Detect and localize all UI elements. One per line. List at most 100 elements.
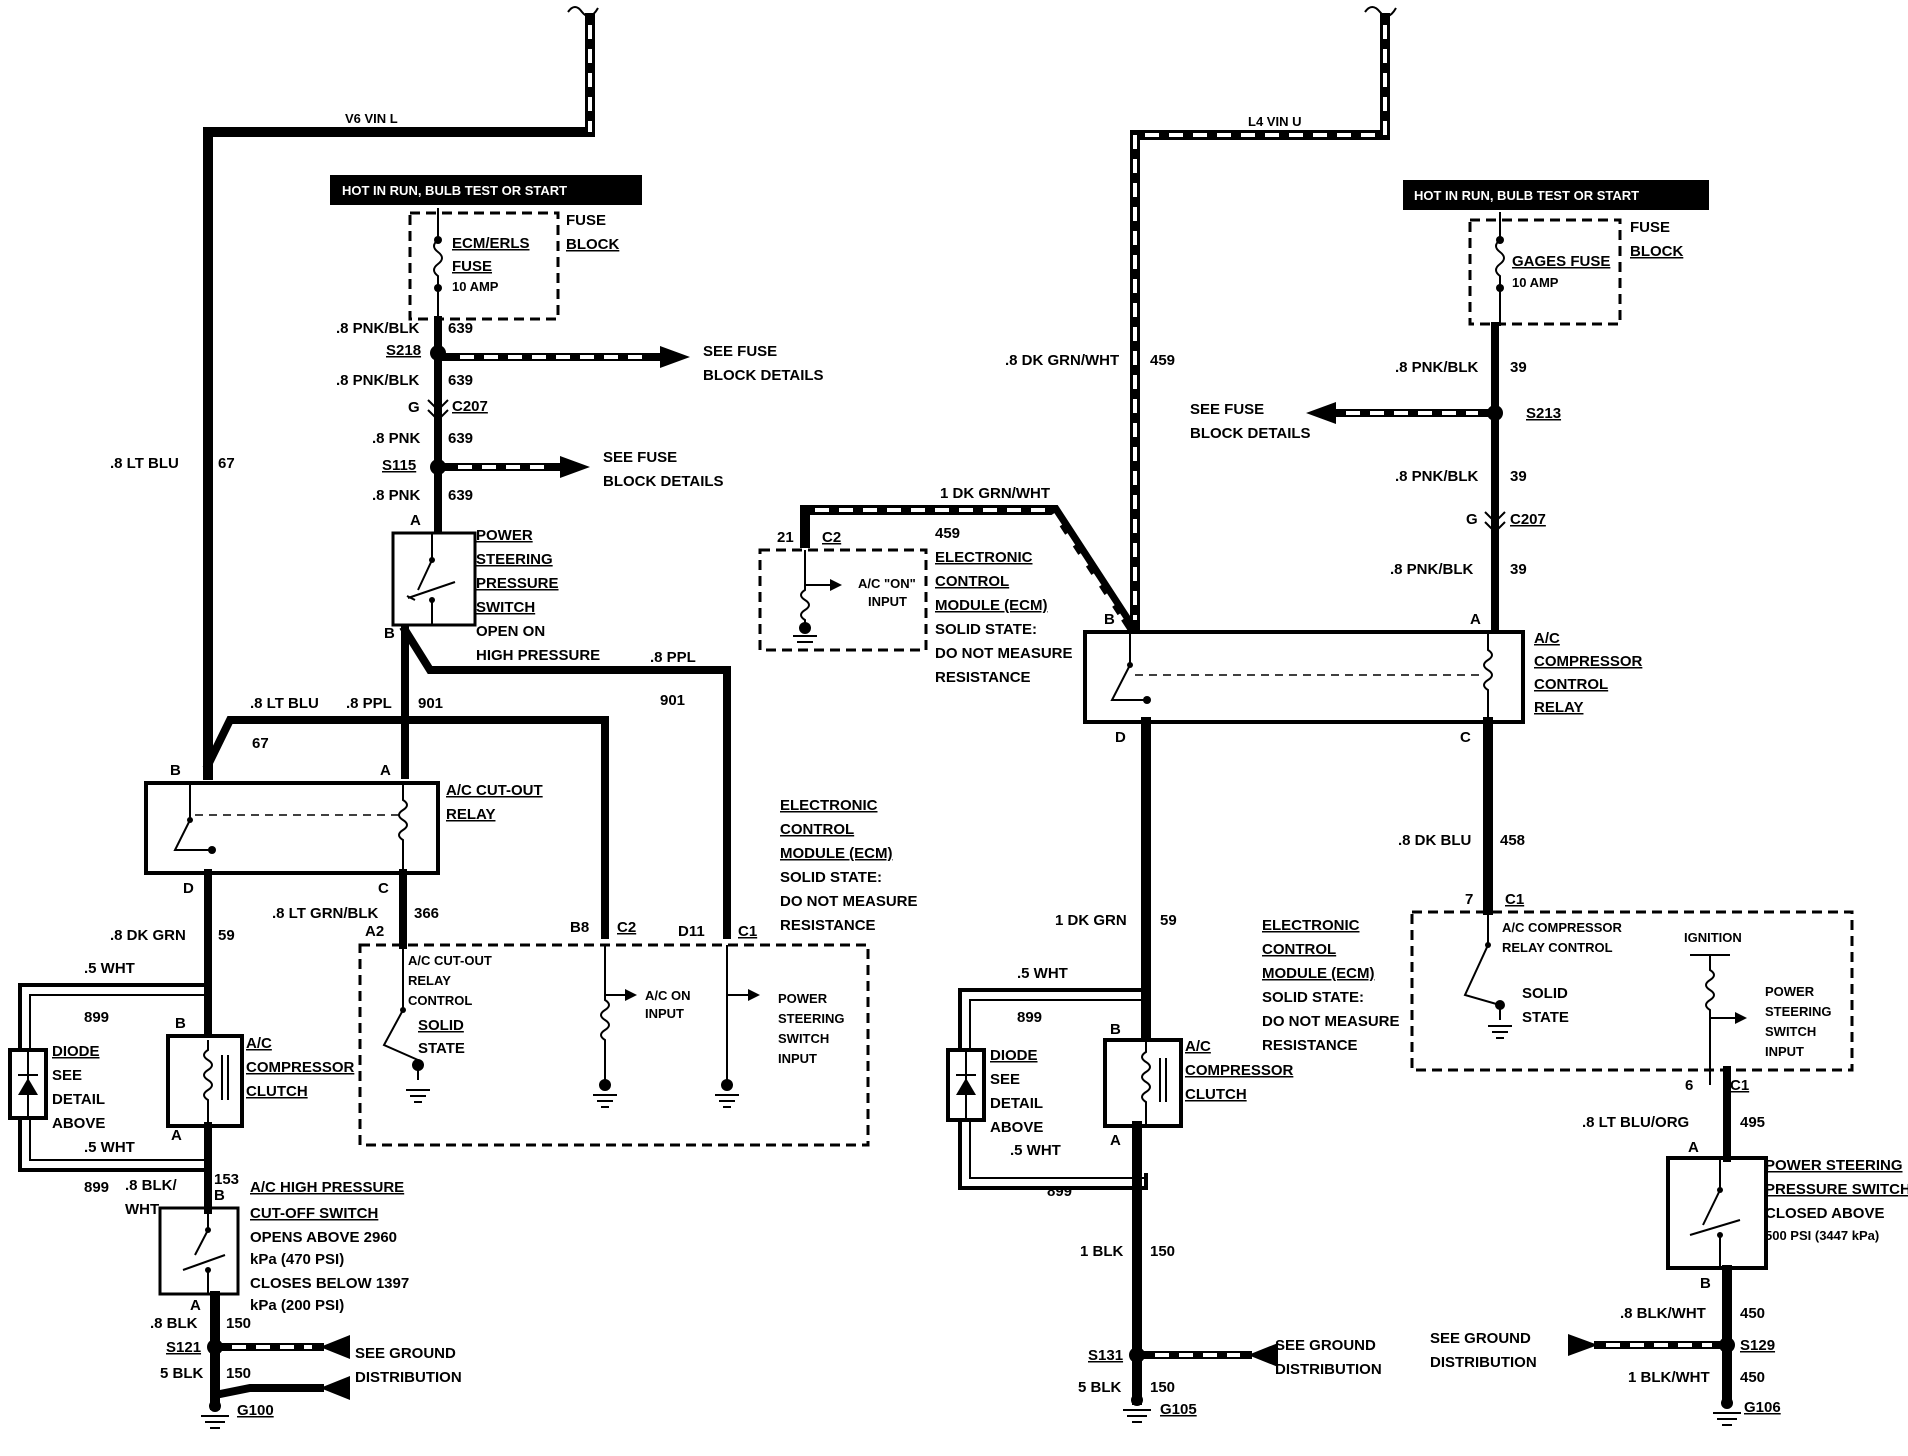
right-c207-label: C207 — [1510, 511, 1546, 528]
right-g-label: G — [1466, 511, 1478, 528]
right-relay3-label: CONTROL — [1534, 676, 1608, 693]
feed-label-left: V6 VIN L — [345, 111, 398, 126]
right-c39-label: 39 — [1510, 468, 1527, 485]
ecm-box-right-bottom — [1410, 910, 1854, 1072]
hot-label-box-right — [1403, 180, 1709, 210]
right-w-dkblu-label: .8 DK BLU — [1398, 832, 1471, 849]
right-pin-c-label: C — [1460, 729, 1471, 746]
right-w-1dkgrn-label: 1 DK GRN — [1055, 912, 1127, 929]
left-hp2-label: CUT-OFF SWITCH — [250, 1205, 378, 1222]
right-relay2-label: COMPRESSOR — [1534, 653, 1643, 670]
left-pin-c-label: C — [378, 880, 389, 897]
right-ecm-b4-label: SOLID STATE: — [1262, 989, 1364, 1006]
right-c450-label: 450 — [1740, 1305, 1765, 1322]
right-clutch2-label: COMPRESSOR — [1185, 1062, 1294, 1079]
left-w-ltgrnblk-label: .8 LT GRN/BLK — [272, 905, 379, 922]
left-c207-label: C207 — [452, 398, 488, 415]
left-acon2-label: INPUT — [645, 1006, 684, 1021]
right-s213-label: S213 — [1526, 405, 1561, 422]
left-c153-label: 153 — [214, 1171, 239, 1188]
left-s115-label: S115 — [382, 457, 416, 474]
left-c1-label: C1 — [738, 923, 757, 940]
right-see-fuse1-label: SEE FUSE — [1190, 401, 1264, 418]
right-psin4-label: INPUT — [1765, 1044, 1804, 1059]
right-w-1dkgrnwht-label: 1 DK GRN/WHT — [940, 485, 1050, 502]
left-hp3-label: OPENS ABOVE 2960 — [250, 1229, 397, 1246]
right-fuse-block2-label: BLOCK — [1630, 243, 1683, 260]
left-see-fuse2-label: BLOCK DETAILS — [603, 473, 724, 490]
right-p6-label: 6 — [1685, 1077, 1693, 1094]
left-fuse-block2-label: BLOCK — [566, 236, 619, 253]
left-w-blkwht2-label: WHT — [125, 1201, 159, 1218]
right-pin-b-label: B — [1104, 611, 1115, 628]
right-w-blkwht-label: .8 BLK/WHT — [1620, 1305, 1706, 1322]
right-see-gnd2-label: DISTRIBUTION — [1275, 1361, 1382, 1378]
left-hp1-label: A/C HIGH PRESSURE — [250, 1179, 404, 1196]
right-ecm-b6-label: RESISTANCE — [1262, 1037, 1358, 1054]
hot-label-box-left — [330, 175, 642, 205]
right-psin1-label: POWER — [1765, 984, 1815, 999]
arrow-see-ground-2 — [320, 1376, 350, 1400]
left-pin-d-label: D — [183, 880, 194, 897]
right-c450-label: 450 — [1740, 1369, 1765, 1386]
left-ps6-label: HIGH PRESSURE — [476, 647, 600, 664]
ps-pressure-switch-left — [391, 531, 477, 627]
right-ecm6-label: RESISTANCE — [935, 669, 1031, 686]
hp-cutoff-switch — [158, 1206, 240, 1296]
right-solid-label: SOLID — [1522, 985, 1568, 1002]
right-ecm2-label: CONTROL — [935, 573, 1009, 590]
left-w-pnk-label: .8 PNK — [372, 487, 421, 504]
ac-clutch-right — [1103, 1038, 1183, 1128]
right-w-1blkwht-label: 1 BLK/WHT — [1628, 1369, 1710, 1386]
right-state-label: STATE — [1522, 1009, 1569, 1026]
fuse-block-right — [1468, 218, 1622, 326]
left-pin-a-label: A — [190, 1297, 201, 1314]
right-pin-a-label: A — [1470, 611, 1481, 628]
left-diode4-label: ABOVE — [52, 1115, 105, 1132]
left-s121-label: S121 — [166, 1339, 201, 1356]
right-psin3-label: SWITCH — [1765, 1024, 1816, 1039]
left-state-label: STATE — [418, 1040, 465, 1057]
left-pin-a-label: A — [380, 762, 391, 779]
right-see-gnd1-label: SEE GROUND — [1430, 1330, 1531, 1347]
right-circuit-l4: L4 VIN U .8 DK GRN/WHT 459 HOT IN RUN, B… — [758, 6, 1908, 1426]
left-in-cut1-label: A/C CUT-OUT — [408, 953, 492, 968]
right-see-gnd2-label: DISTRIBUTION — [1430, 1354, 1537, 1371]
left-c67-label: 67 — [252, 735, 269, 752]
right-diode2-label: SEE — [990, 1071, 1020, 1088]
right-w-1blk-label: 1 BLK — [1080, 1243, 1124, 1260]
right-pin-b-label: B — [1700, 1275, 1711, 1292]
left-acon1-label: A/C ON — [645, 988, 691, 1003]
right-fuse-block1-label: FUSE — [1630, 219, 1670, 236]
left-g100-label: G100 — [237, 1402, 274, 1419]
right-relay4-label: RELAY — [1534, 699, 1583, 716]
arrow-see-fuse-1 — [660, 346, 690, 368]
right-w-5blk-label: 5 BLK — [1078, 1379, 1122, 1396]
right-ign-label: IGNITION — [1684, 930, 1742, 945]
right-ecm-b2-label: CONTROL — [1262, 941, 1336, 958]
right-c899-label: 899 — [1017, 1009, 1042, 1026]
left-diode3-label: DETAIL — [52, 1091, 105, 1108]
arrow-see-fuse-2 — [560, 456, 590, 478]
arrow-see-ground-1 — [320, 1335, 350, 1359]
left-pin-b-label: B — [170, 762, 181, 779]
left-clutch1-label: A/C — [246, 1035, 272, 1052]
left-see-fuse1-label: SEE FUSE — [603, 449, 677, 466]
right-c59-label: 59 — [1160, 912, 1177, 929]
left-w-5wht-label: .5 WHT — [84, 1139, 135, 1156]
left-see-gnd1-label: SEE GROUND — [355, 1345, 456, 1362]
left-ecm6-label: RESISTANCE — [780, 917, 876, 934]
hot-label-right: HOT IN RUN, BULB TEST OR START — [1414, 188, 1639, 203]
left-fuse-block1-label: FUSE — [566, 212, 606, 229]
right-ecm-b1-label: ELECTRONIC — [1262, 917, 1360, 934]
right-p7-label: 7 — [1465, 891, 1473, 908]
right-fuse-name-label: GAGES FUSE — [1512, 253, 1610, 270]
right-ecm4-label: SOLID STATE: — [935, 621, 1037, 638]
left-ecm4-label: SOLID STATE: — [780, 869, 882, 886]
right-w-pnkblk-label: .8 PNK/BLK — [1390, 561, 1474, 578]
right-diode1-label: DIODE — [990, 1047, 1038, 1064]
feed-label-right: L4 VIN U — [1248, 114, 1301, 129]
left-c2-label: C2 — [617, 919, 636, 936]
left-ecm3-label: MODULE (ECM) — [780, 845, 893, 862]
left-diode2-label: SEE — [52, 1067, 82, 1084]
